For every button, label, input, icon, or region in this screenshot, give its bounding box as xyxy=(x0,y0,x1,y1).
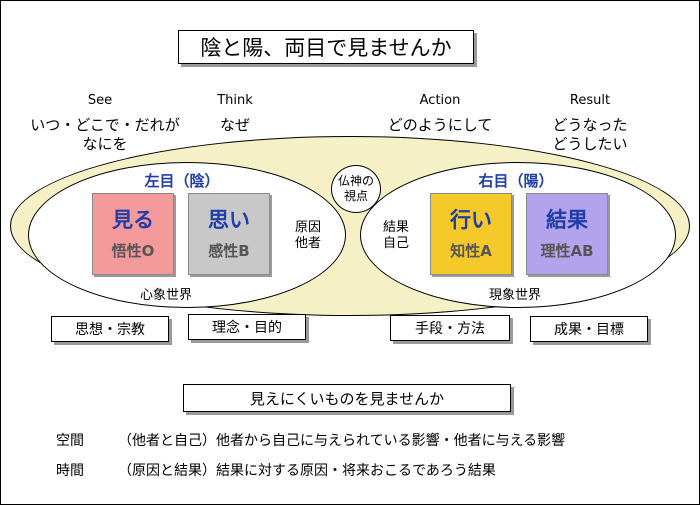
tile-kekka-main: 結果 xyxy=(546,208,588,232)
tile-omoi-main: 思い xyxy=(208,208,250,232)
header-think-en: Think xyxy=(217,93,253,108)
tile-omoi-sub: 感性B xyxy=(208,242,250,260)
tile-okonai-sub: 知性A xyxy=(450,242,492,260)
tile-omoi: 思い 感性B xyxy=(188,193,270,275)
main-title: 陰と陽、両目で見ませんか xyxy=(178,30,474,64)
left-world-label: 心象世界 xyxy=(140,288,193,303)
header-action-en: Action xyxy=(419,93,461,108)
pill-shudan: 手段・方法 xyxy=(390,315,510,341)
tile-kekka-sub: 理性AB xyxy=(540,242,594,260)
header-see-en: See xyxy=(87,93,113,108)
header-see-jp: いつ・どこで・だれが なにを xyxy=(30,116,180,153)
right-world-label: 現象世界 xyxy=(489,288,542,303)
row-label-space: 空間 xyxy=(56,433,84,449)
left-eye-ellipse xyxy=(28,162,346,308)
row-text-time: （原因と結果）結果に対する原因・将来おこるであろう結果 xyxy=(118,463,496,479)
subtitle-box: 見えにくいものを見ませんか xyxy=(183,384,511,412)
left-eye-title: 左目（陰） xyxy=(144,172,220,190)
tile-miru-main: 見る xyxy=(112,208,154,232)
tile-miru: 見る 悟性O xyxy=(92,193,174,275)
row-text-space: （他者と自己）他者から自己に与えられている影響・他者に与える影響 xyxy=(118,433,566,449)
header-action-jp: どのようにして xyxy=(387,116,493,134)
right-eye-ellipse xyxy=(360,162,676,308)
pill-seika: 成果・目標 xyxy=(530,316,648,342)
row-label-time: 時間 xyxy=(56,463,84,479)
header-think-jp: なぜ xyxy=(219,116,250,134)
tile-kekka: 結果 理性AB xyxy=(526,193,608,275)
right-eye-title: 右目（陽） xyxy=(478,172,554,190)
center-perspective-label: 仏神の 視点 xyxy=(337,174,374,203)
header-result-jp: どうなった どうしたい xyxy=(552,116,628,153)
pill-rinen: 理念・目的 xyxy=(188,314,306,340)
tile-okonai: 行い 知性A xyxy=(430,193,512,275)
right-side-label: 結果 自己 xyxy=(382,220,409,251)
tile-okonai-main: 行い xyxy=(450,208,492,232)
left-side-label: 原因 他者 xyxy=(294,220,321,251)
header-result-en: Result xyxy=(569,93,611,108)
pill-shiso: 思想・宗教 xyxy=(51,316,169,342)
tile-miru-sub: 悟性O xyxy=(111,242,155,260)
